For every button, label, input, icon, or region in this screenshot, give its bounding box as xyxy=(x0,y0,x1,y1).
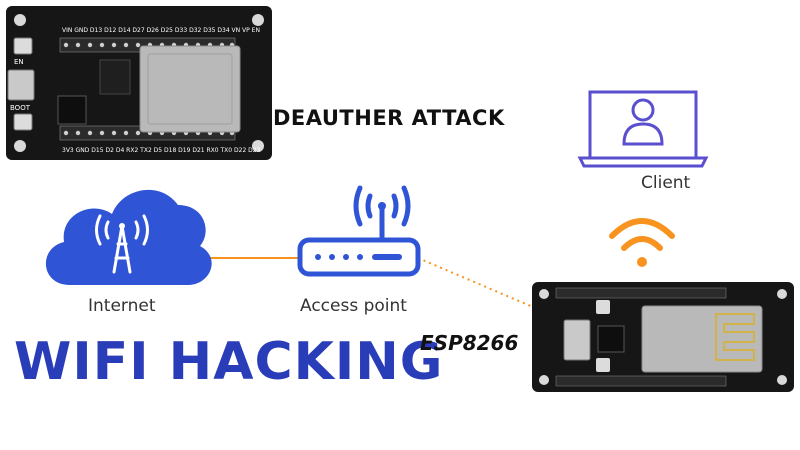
router-signal-icon xyxy=(353,185,411,227)
wifi-dot-icon xyxy=(637,257,647,267)
esp8266-label: ESP8266 xyxy=(420,331,519,355)
esp8266-board-image xyxy=(532,282,794,392)
wifi-hacking-title: WIFI HACKING xyxy=(14,332,444,392)
cloud-icon xyxy=(45,189,212,285)
access-point-label: Access point xyxy=(300,296,407,316)
wifi-icon xyxy=(609,218,675,251)
esp32-top-pin-labels: VIN GND D13 D12 D14 D27 D26 D25 D33 D32 … xyxy=(62,27,260,34)
laptop-icon xyxy=(577,90,709,168)
boot-button-label: BOOT xyxy=(10,104,31,112)
en-button-label: EN xyxy=(14,58,24,66)
internet-label: Internet xyxy=(88,296,156,316)
router-icon xyxy=(297,185,421,277)
deauther-attack-title: DEAUTHER ATTACK xyxy=(273,106,505,130)
ap-to-esp-dotted-line xyxy=(417,257,541,311)
esp32-bottom-pin-labels: 3V3 GND D15 D2 D4 RX2 TX2 D5 D18 D19 D21… xyxy=(62,147,261,154)
user-icon xyxy=(622,98,664,146)
esp32-board-image: EN BOOT VIN GND D13 D12 D14 D27 D26 D25 … xyxy=(6,6,272,160)
client-label: Client xyxy=(641,173,691,193)
